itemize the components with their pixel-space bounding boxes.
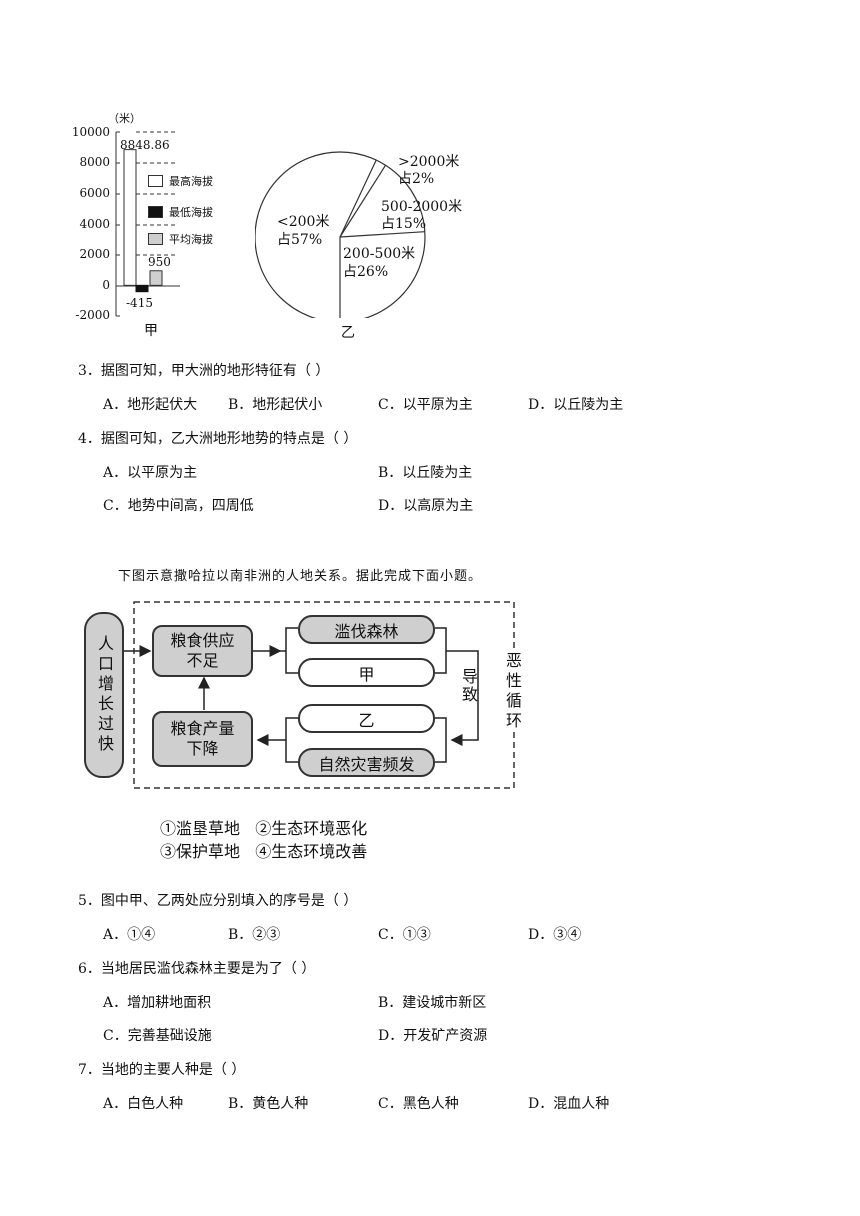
q5-option-d[interactable]: D．③④ [528, 927, 582, 943]
disaster-box: 自然灾害频发 [298, 748, 435, 777]
pie-slice-boundary [339, 159, 377, 238]
value-label-max: 8848.86 [120, 138, 170, 152]
q4-option-a[interactable]: A．以平原为主 [103, 465, 198, 481]
q3-option-b[interactable]: B．地形起伏小 [228, 397, 323, 413]
q4-option-d[interactable]: D．以高原为主 [378, 498, 474, 514]
slice-label-gt2000: >2000米 占2% [398, 154, 459, 188]
q6-option-b[interactable]: B．建设城市新区 [378, 995, 487, 1011]
legend-label-avg: 平均海拔 [169, 233, 213, 246]
value-label-min: -415 [126, 296, 153, 310]
slice-range: <200米 [277, 214, 330, 230]
q3-option-c[interactable]: C．以平原为主 [378, 397, 473, 413]
chart-yi: <200米 占57% >2000米 占2% 500-2000米 占15% 200… [255, 148, 475, 348]
flow-diagram: 人口增长过快 粮食供应 不足 粮食产量 下降 滥伐森林 甲 乙 自然灾害频发 导… [80, 598, 524, 794]
slice-label-500-2000: 500-2000米 占15% [381, 199, 462, 233]
slice-share: 占26% [343, 264, 389, 280]
pie-plot [255, 151, 426, 318]
legend-swatch-avg [148, 233, 163, 245]
diagram-choices-line1: ①滥垦草地 ②生态环境恶化 [160, 819, 368, 838]
y-tick: 2000 [79, 247, 110, 261]
chart-caption-jia: 甲 [144, 323, 158, 339]
food-shortage-line1: 粮食供应 [170, 631, 235, 650]
q3-option-a[interactable]: A．地形起伏大 [103, 397, 198, 413]
diagram-choices-line2: ③保护草地 ④生态环境改善 [160, 842, 368, 861]
deforestation-box: 滥伐森林 [298, 615, 435, 644]
population-growth-box: 人口增长过快 [84, 612, 124, 778]
slice-range: 500-2000米 [381, 199, 463, 215]
q4-option-c[interactable]: C．地势中间高，四周低 [103, 498, 254, 514]
q7-option-a[interactable]: A．白色人种 [103, 1096, 184, 1112]
q5-option-b[interactable]: B．②③ [228, 927, 281, 943]
bar-min [135, 284, 149, 293]
pie-slice-boundary [339, 231, 425, 238]
chart-jia: （米） 10000 8000 6000 4000 2000 0 -2000 88… [70, 108, 260, 348]
slice-label-200-500: 200-500米 占26% [343, 245, 415, 281]
y-tick: 10000 [71, 125, 110, 139]
bar-plot [115, 131, 180, 317]
q4-option-b[interactable]: B．以丘陵为主 [378, 465, 473, 481]
q6-option-d[interactable]: D．开发矿产资源 [378, 1028, 488, 1044]
slice-label-lt200: <200米 占57% [277, 213, 329, 249]
y-tick: 6000 [79, 186, 110, 200]
q5-option-a[interactable]: A．①④ [103, 927, 156, 943]
lead-label: 导致 [459, 668, 478, 704]
diagram-intro: 下图示意撒哈拉以南非洲的人地关系。据此完成下面小题。 [118, 569, 483, 584]
y-tick: 8000 [79, 155, 110, 169]
q7-option-c[interactable]: C．黑色人种 [378, 1096, 459, 1112]
yi-blank-box: 乙 [298, 704, 435, 733]
chart-caption-yi: 乙 [341, 325, 355, 341]
value-label-avg: 950 [148, 255, 171, 269]
slice-share: 占57% [277, 232, 323, 248]
q7-option-b[interactable]: B．黄色人种 [228, 1096, 309, 1112]
q6-option-c[interactable]: C．完善基础设施 [103, 1028, 212, 1044]
food-shortage-box: 粮食供应 不足 [152, 625, 253, 677]
legend-label-min: 最低海拔 [169, 206, 213, 219]
q6-option-a[interactable]: A．增加耕地面积 [103, 995, 212, 1011]
slice-range: >2000米 [398, 154, 460, 170]
y-tick: 0 [102, 278, 110, 292]
bar-avg [149, 270, 163, 286]
y-tick: 4000 [79, 217, 110, 231]
vicious-cycle-label: 恶性循环 [500, 652, 524, 732]
legend-swatch-min [148, 206, 163, 218]
jia-blank-box: 甲 [298, 658, 435, 687]
y-tick: -2000 [75, 308, 110, 322]
food-drop-line1: 粮食产量 [170, 719, 235, 738]
slice-share: 占2% [398, 171, 435, 187]
question-3-stem: 3．据图可知，甲大洲的地形特征有（ ） [78, 363, 330, 379]
question-5-stem: 5．图中甲、乙两处应分别填入的序号是（ ） [78, 893, 358, 909]
legend-label-max: 最高海拔 [169, 175, 213, 188]
question-6-stem: 6．当地居民滥伐森林主要是为了（ ） [78, 961, 316, 977]
pie-slice-boundary [339, 164, 387, 238]
q3-option-d[interactable]: D．以丘陵为主 [528, 397, 624, 413]
slice-range: 200-500米 [343, 246, 416, 262]
bar-max [123, 149, 137, 286]
q7-option-d[interactable]: D．混血人种 [528, 1096, 610, 1112]
q5-option-c[interactable]: C．①③ [378, 927, 431, 943]
slice-share: 占15% [381, 216, 427, 232]
food-drop-line2: 下降 [186, 739, 219, 758]
legend-swatch-max [148, 175, 163, 187]
food-drop-box: 粮食产量 下降 [152, 711, 253, 767]
food-shortage-line2: 不足 [186, 651, 219, 670]
question-4-stem: 4．据图可知，乙大洲地形地势的特点是（ ） [78, 431, 358, 447]
question-7-stem: 7．当地的主要人种是（ ） [78, 1062, 246, 1078]
unit-label: （米） [108, 112, 141, 125]
diagram-lines [124, 601, 515, 789]
